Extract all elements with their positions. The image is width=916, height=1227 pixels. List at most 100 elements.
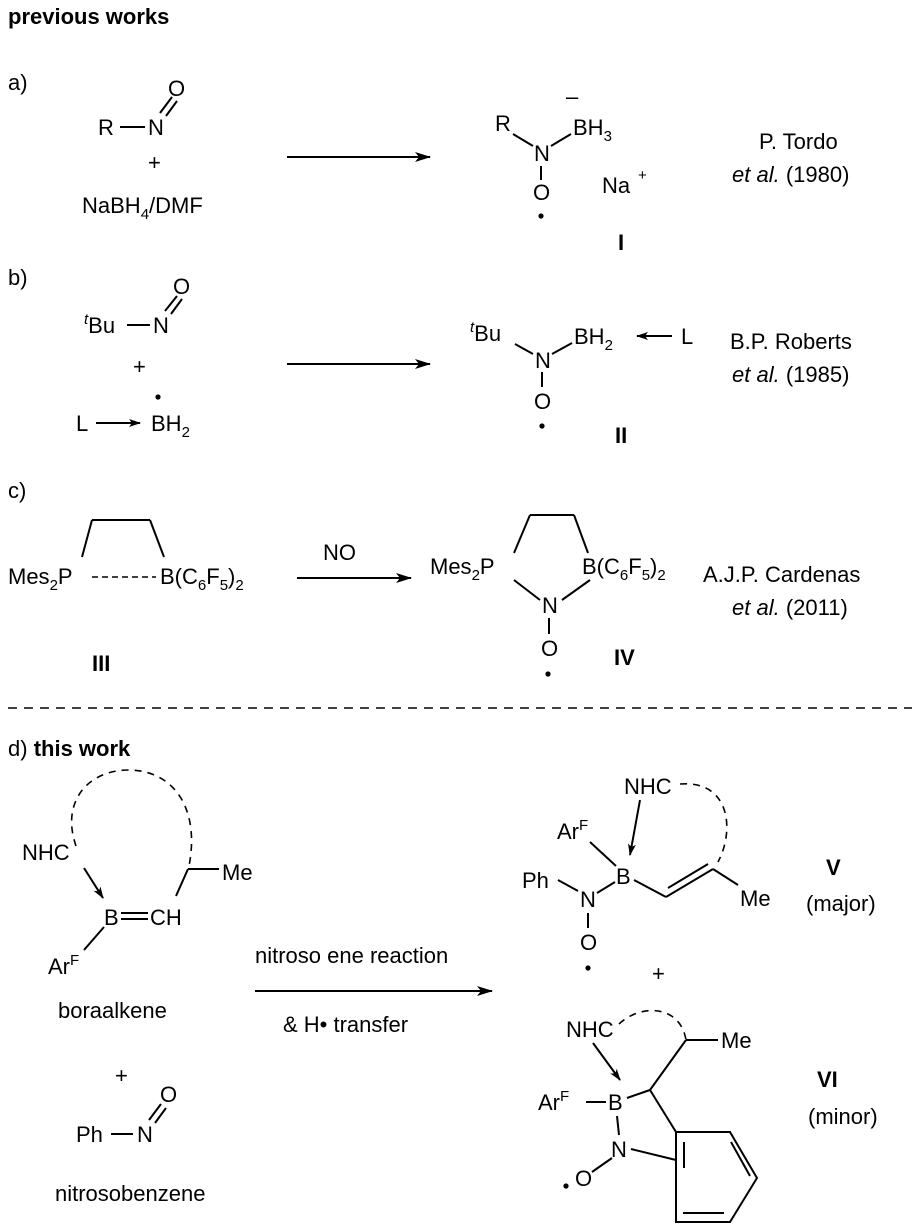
panel-c-prod-b: B(C6F5)2 xyxy=(582,554,666,584)
panel-b-prod-o: O xyxy=(534,389,551,414)
nitrosobenzene-o: O xyxy=(160,1082,177,1107)
product-vi-b-n xyxy=(616,1115,620,1136)
ring-p-c xyxy=(513,514,531,554)
product-vi-nhc: NHC xyxy=(566,1017,614,1042)
bond-n-b xyxy=(550,133,572,147)
panel-c-prod-n: N xyxy=(542,593,558,618)
radical-dot-b2 xyxy=(539,423,545,429)
product-v-dative xyxy=(628,799,641,856)
radical-dot-c xyxy=(545,671,551,677)
product-v-ar: ArF xyxy=(557,817,588,844)
panel-a-label: a) xyxy=(8,70,28,95)
panel-b-o: O xyxy=(173,274,190,299)
panel-a-reagent: NaBH4/DMF xyxy=(82,193,203,223)
bridge-right xyxy=(149,519,165,558)
panel-a-ref: et al. (1980) xyxy=(732,162,849,187)
panel-a-o: O xyxy=(168,76,185,101)
panel-c-ref: et al. (2011) xyxy=(732,595,848,620)
panel-c-ref-author: A.J.P. Cardenas xyxy=(703,562,860,587)
radical-dot-v xyxy=(585,965,591,971)
panel-b-prod-n: N xyxy=(535,348,551,373)
panel-a-na-charge: + xyxy=(638,167,647,184)
product-v-c-c-double xyxy=(667,863,709,889)
product-v-ph-n xyxy=(557,879,579,892)
panel-b-prod-bh2: BH2 xyxy=(574,324,613,354)
bond-n-b2 xyxy=(551,342,573,355)
product-v-c-me xyxy=(712,868,739,886)
panel-a-prod-n: N xyxy=(534,141,550,166)
bond-r-n2 xyxy=(512,133,534,147)
product-v-ar-b xyxy=(589,841,617,867)
panel-d-plus-1: + xyxy=(115,1063,128,1088)
bond-n-o xyxy=(159,96,173,114)
compound-label-V: V xyxy=(826,855,841,880)
boraalkene-nhc: NHC xyxy=(22,840,70,865)
product-vi-dative xyxy=(592,1042,621,1081)
panel-a-n: N xyxy=(148,115,164,140)
product-v-ph: Ph xyxy=(522,868,549,893)
panel-a-na: Na xyxy=(602,173,631,198)
panel-c-b: B(C6F5)2 xyxy=(160,564,244,594)
product-v-b: B xyxy=(616,864,631,889)
product-vi-b-ch xyxy=(626,1089,651,1099)
nitrosobenzene-ph: Ph xyxy=(76,1122,103,1147)
panel-a-plus: + xyxy=(148,150,161,175)
panel-d: d) this work NHC Me B CH ArF boraalkene … xyxy=(8,736,878,1223)
product-vi-b: B xyxy=(608,1090,623,1115)
nitrosobenzene-name: nitrosobenzene xyxy=(55,1181,205,1206)
ring-p-n xyxy=(513,579,541,601)
boraalkene-ch: CH xyxy=(150,905,182,930)
panel-b: b) tBu N O + L BH2 tBu N BH2 L O II B.P.… xyxy=(8,265,852,448)
panel-b-ref: et al. (1985) xyxy=(732,362,849,387)
panel-b-tbu: tBu xyxy=(84,311,115,338)
tether-arc xyxy=(70,769,193,867)
product-v-tether xyxy=(679,783,728,863)
product-vi-n-o xyxy=(591,1157,613,1173)
bond-n-o3-double xyxy=(170,298,183,315)
radical-dot-vi xyxy=(563,1183,569,1189)
compound-label-VI: VI xyxy=(817,1067,838,1092)
arrow-top-label: nitroso ene reaction xyxy=(255,943,448,968)
panel-a-minus: – xyxy=(566,84,579,109)
product-v-n: N xyxy=(580,887,596,912)
compound-label-IV: IV xyxy=(614,645,635,670)
section-heading: previous works xyxy=(8,4,169,29)
panel-c-mes: Mes2P xyxy=(8,564,73,594)
benzene-ring xyxy=(675,1131,759,1223)
panel-c-prod-o: O xyxy=(541,636,558,661)
radical-dot xyxy=(538,213,544,219)
bridge-left xyxy=(81,519,93,558)
panel-a-bh3: BH3 xyxy=(573,115,612,145)
bond-tbu-n2 xyxy=(514,343,534,355)
ring-c-b xyxy=(573,514,589,554)
product-v-nhc: NHC xyxy=(624,774,672,799)
product-v-me: Me xyxy=(740,886,771,911)
panel-d-plus-2: + xyxy=(652,961,665,986)
nitrosobenzene-n: N xyxy=(137,1122,153,1147)
ch-c-bond xyxy=(175,868,189,897)
product-vi-note: (minor) xyxy=(808,1104,878,1129)
panel-b-prod-tbu: tBu xyxy=(470,319,501,346)
product-vi-ch-ring xyxy=(649,1089,677,1133)
boraalkene-b: B xyxy=(104,905,119,930)
product-v-c-c xyxy=(665,868,714,898)
compound-label-I: I xyxy=(618,230,624,255)
ring-b-n xyxy=(561,579,591,601)
product-vi-tether xyxy=(618,1009,687,1041)
benzene-inner-1 xyxy=(730,1141,751,1177)
panel-a-ref-author: P. Tordo xyxy=(759,129,838,154)
panel-b-prod-l: L xyxy=(681,324,693,349)
panel-b-n: N xyxy=(153,313,169,338)
product-v-n-b xyxy=(596,881,616,894)
product-v-b-c xyxy=(633,879,667,898)
panel-b-plus: + xyxy=(133,354,146,379)
n-o-bond-d1 xyxy=(148,1103,162,1121)
panel-a: a) R N O + NaBH4/DMF R N – BH3 O Na + I … xyxy=(8,70,849,255)
panel-d-label: d) this work xyxy=(8,736,131,761)
panel-b-ref-author: B.P. Roberts xyxy=(730,329,852,354)
panel-a-prod-o: O xyxy=(533,180,550,205)
arrow-bottom-label: & H• transfer xyxy=(283,1012,408,1037)
product-vi-ar: ArF xyxy=(538,1088,569,1115)
compound-label-II: II xyxy=(615,423,627,448)
